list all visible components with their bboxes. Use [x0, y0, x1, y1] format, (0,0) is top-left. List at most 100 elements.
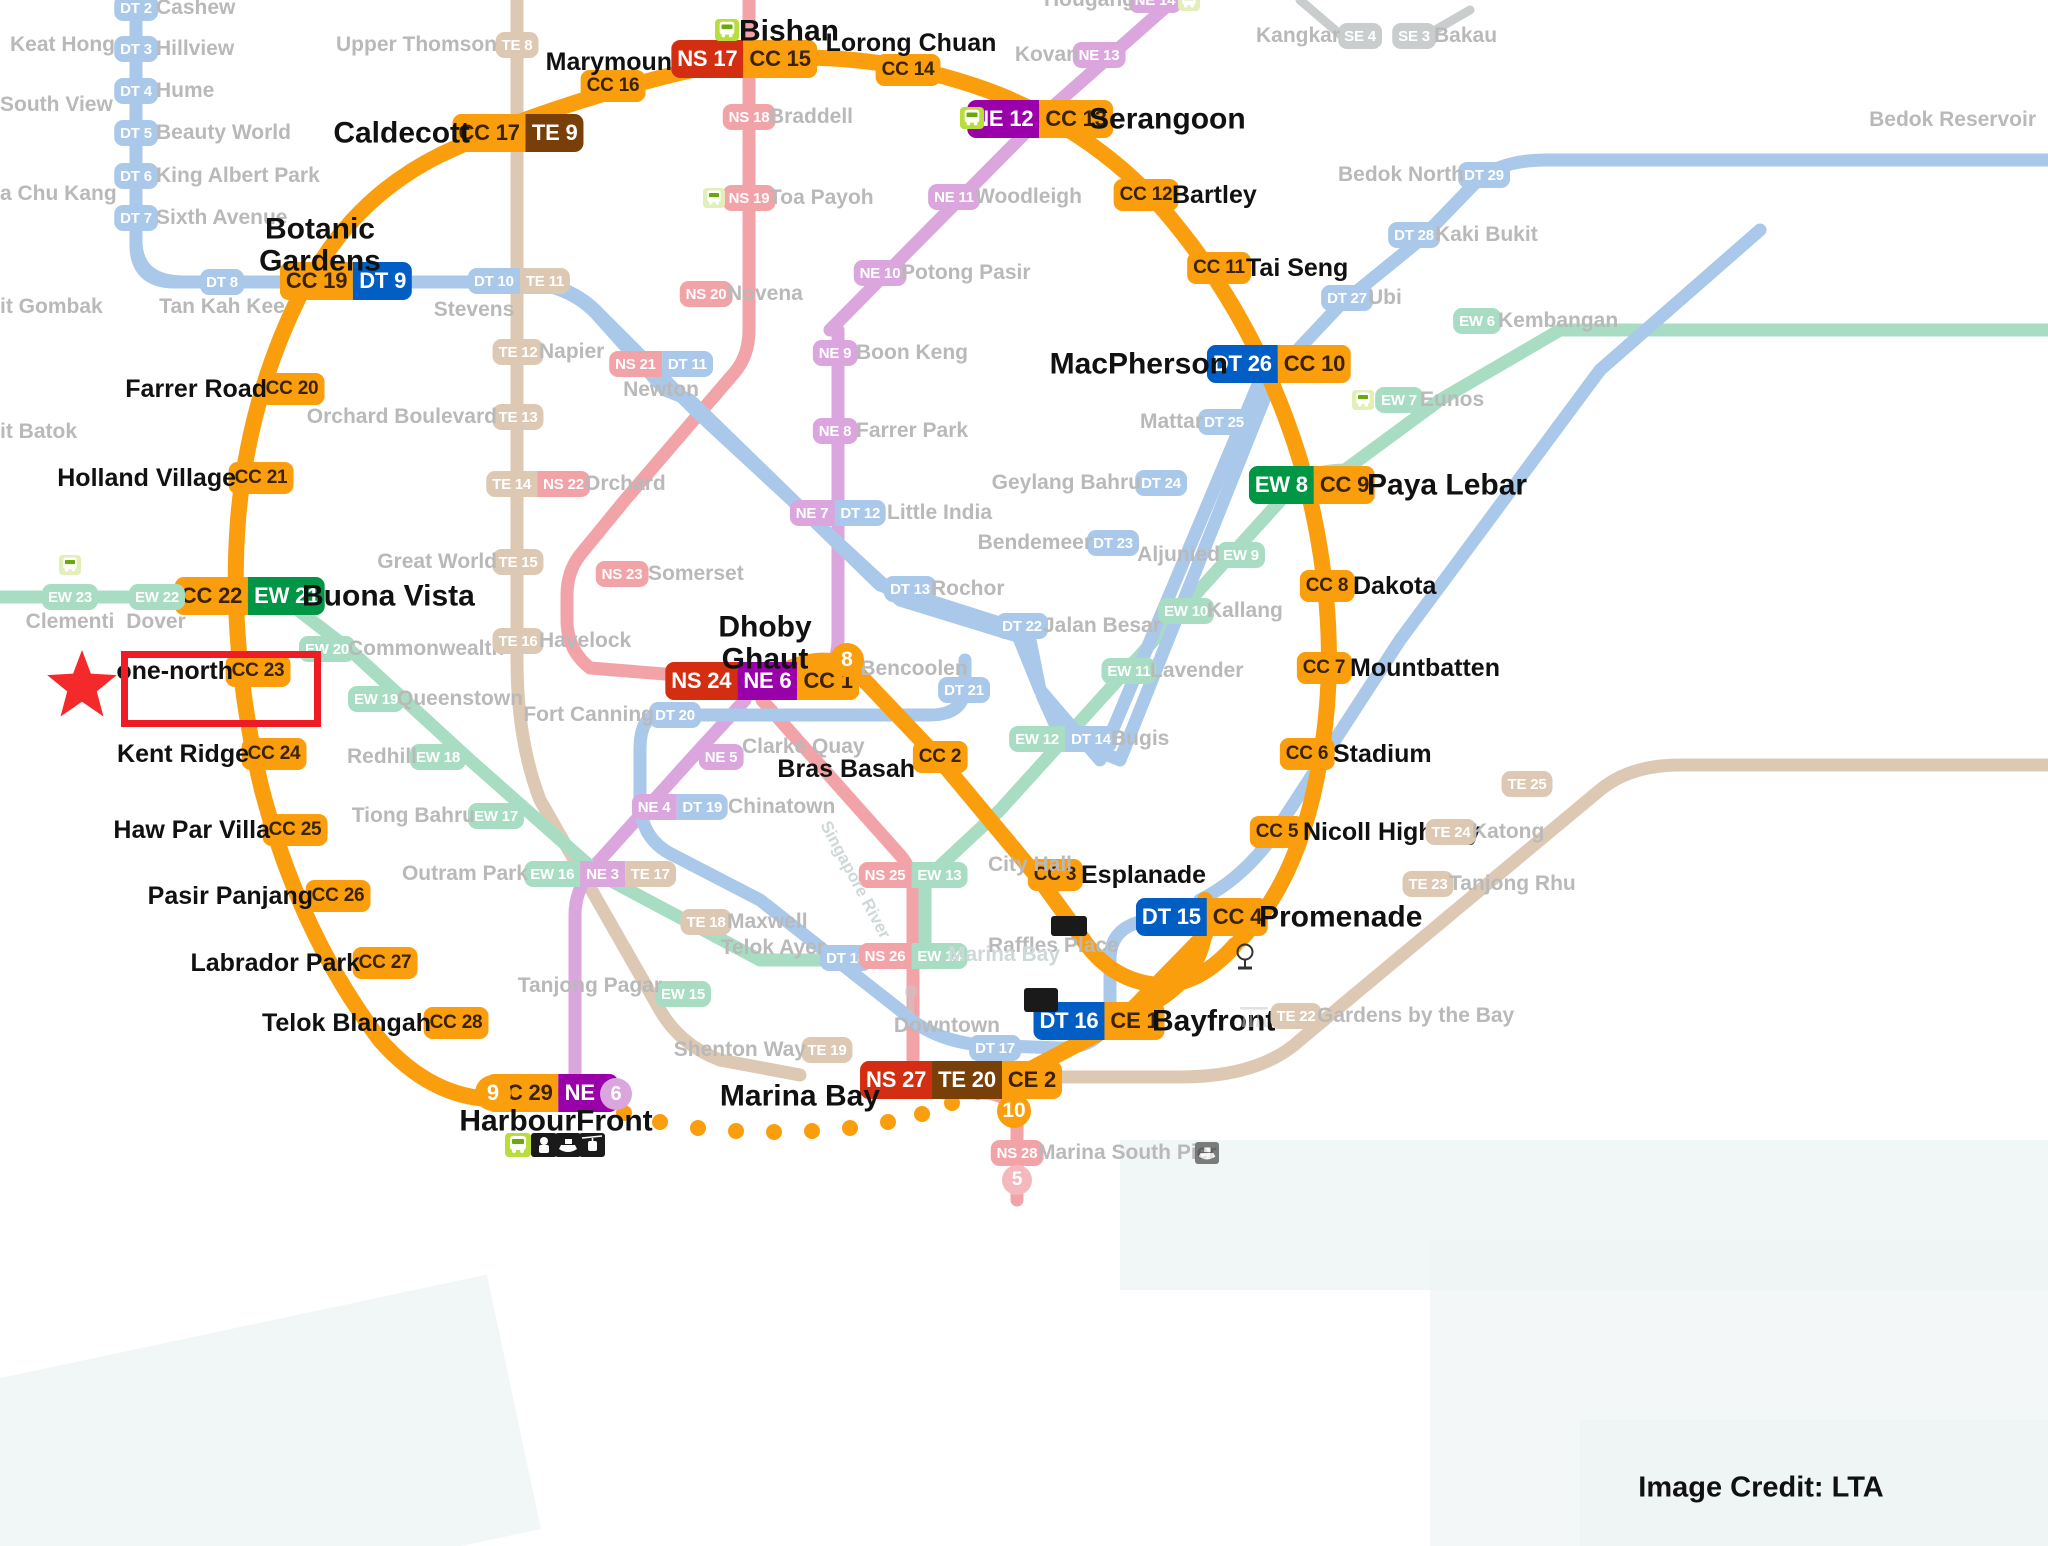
- station-code-pill[interactable]: NE 11: [928, 184, 980, 210]
- station-label-bendemeer[interactable]: Bendemeer: [977, 530, 1092, 554]
- station-code-pill[interactable]: NE 9: [812, 340, 858, 366]
- station-label-newton[interactable]: Newton: [623, 377, 699, 401]
- station-label-city-hall[interactable]: City Hall: [988, 852, 1073, 876]
- station-code-pill[interactable]: CC 8: [1299, 570, 1355, 602]
- station-label-one-north[interactable]: one-north: [116, 656, 233, 685]
- station-label-queenstown[interactable]: Queenstown: [397, 686, 524, 710]
- numbered-marker[interactable]: 6: [600, 1078, 632, 1110]
- station-code-pill[interactable]: CC 26: [305, 880, 371, 912]
- station-label-orchard-boulevard[interactable]: Orchard Boulevard: [306, 404, 497, 428]
- station-label-clarke-quay[interactable]: Clarke Quay: [742, 734, 865, 758]
- station-label-ubi[interactable]: Ubi: [1368, 285, 1402, 309]
- station-label-braddell[interactable]: Braddell: [769, 104, 854, 128]
- station-code-pill[interactable]: DT 5: [114, 120, 158, 146]
- station-label-rochor[interactable]: Rochor: [931, 576, 1005, 600]
- station-label-macpherson[interactable]: MacPherson: [1049, 347, 1228, 381]
- station-label-novena[interactable]: Novena: [727, 281, 803, 305]
- station-label-hillview[interactable]: Hillview: [156, 36, 235, 60]
- station-code-pill[interactable]: DT 13: [884, 576, 936, 602]
- station-label-somerset[interactable]: Somerset: [648, 561, 744, 585]
- station-code-pill[interactable]: EW 7: [1375, 387, 1423, 413]
- station-label-tai-seng[interactable]: Tai Seng: [1246, 253, 1349, 282]
- station-label-hougang[interactable]: Hougang: [1044, 0, 1135, 11]
- station-code-pill[interactable]: DT 17: [969, 1035, 1021, 1061]
- station-code-pill[interactable]: DT 8: [200, 269, 244, 295]
- station-code-pill[interactable]: CC 23: [225, 655, 291, 687]
- station-label-mountbatten[interactable]: Mountbatten: [1350, 653, 1500, 682]
- station-code-pill[interactable]: CC 28: [423, 1007, 489, 1039]
- station-label-napier[interactable]: Napier: [539, 339, 605, 363]
- station-label-eunos[interactable]: Eunos: [1420, 387, 1485, 411]
- station-code-pill[interactable]: EW 10: [1157, 598, 1215, 624]
- station-label-jalan-besar[interactable]: Jalan Besar: [1043, 613, 1161, 637]
- station-label-it-batok[interactable]: it Batok: [0, 419, 78, 443]
- station-code-pill[interactable]: TE 25: [1501, 771, 1553, 797]
- station-code-pill[interactable]: DT 7: [114, 205, 158, 231]
- station-label-lorong-chuan[interactable]: Lorong Chuan: [825, 28, 997, 57]
- station-code-pill[interactable]: NS 20: [679, 281, 733, 307]
- station-code-pill[interactable]: CC 7: [1296, 652, 1352, 684]
- station-label-marina-south-pier[interactable]: Marina South Pier: [1038, 1140, 1217, 1164]
- station-code-pill[interactable]: TE 24: [1425, 819, 1477, 845]
- station-code-pill[interactable]: DT 21: [938, 677, 990, 703]
- station-code-pill[interactable]: CC 5: [1249, 816, 1305, 848]
- station-code-pill[interactable]: DT 23: [1087, 530, 1139, 556]
- station-code-pill[interactable]: CC 20: [259, 373, 325, 405]
- station-code-pill[interactable]: TE 12: [492, 339, 544, 365]
- station-code-pill[interactable]: TE 19: [801, 1037, 853, 1063]
- station-label-bedok-reservoir[interactable]: Bedok Reservoir: [1869, 107, 2036, 131]
- station-code-pill[interactable]: EW 19: [347, 686, 405, 712]
- station-code-pill[interactable]: DT 27: [1321, 285, 1373, 311]
- station-code-pill[interactable]: NE 8: [812, 418, 858, 444]
- station-label-caldecott[interactable]: Caldecott: [333, 116, 470, 150]
- station-label-kangkar[interactable]: Kangkar: [1255, 23, 1340, 47]
- station-code-pill[interactable]: NS 28: [990, 1140, 1044, 1166]
- station-code-pill[interactable]: CC 25: [262, 814, 328, 846]
- station-label-orchard[interactable]: Orchard: [584, 471, 666, 495]
- station-label-tiong-bahru[interactable]: Tiong Bahru: [351, 803, 475, 827]
- station-code-pill[interactable]: DT 3: [114, 36, 158, 62]
- station-label-tan-kah-kee[interactable]: Tan Kah Kee: [159, 294, 285, 318]
- station-label-a-chu-kang[interactable]: a Chu Kang: [0, 181, 117, 205]
- station-code-pill[interactable]: NE 10: [853, 260, 907, 286]
- station-code-pill[interactable]: EW 11: [1101, 658, 1157, 684]
- station-label-hume[interactable]: Hume: [156, 78, 215, 102]
- station-code-pill[interactable]: SE 3: [1392, 23, 1436, 49]
- station-code-pill[interactable]: CC 16: [580, 70, 646, 102]
- station-code-pill[interactable]: TE 13: [492, 404, 544, 430]
- station-label-bencoolen[interactable]: Bencoolen: [860, 656, 968, 680]
- station-label-kovan[interactable]: Kovan: [1014, 42, 1079, 66]
- station-label-downtown[interactable]: Downtown: [893, 1013, 1000, 1037]
- station-label-potong-pasir[interactable]: Potong Pasir: [901, 260, 1031, 284]
- station-label-gardens-by-the-bay[interactable]: Gardens by the Bay: [1317, 1003, 1515, 1027]
- station-code-pill[interactable]: DT 22: [996, 613, 1048, 639]
- station-code-pill[interactable]: CC 14: [875, 54, 941, 86]
- station-label-outram-park[interactable]: Outram Park: [401, 861, 528, 885]
- station-label-marina-bay[interactable]: Marina Bay: [719, 1079, 880, 1113]
- station-label-haw-par-villa[interactable]: Haw Par Villa: [113, 815, 270, 844]
- station-label-shenton-way[interactable]: Shenton Way: [673, 1037, 806, 1061]
- station-code-pill[interactable]: EW 22: [128, 584, 186, 610]
- station-label-maxwell[interactable]: Maxwell: [727, 909, 808, 933]
- station-code-pill[interactable]: EW 23: [41, 584, 99, 610]
- station-code-pill[interactable]: EW 6: [1453, 308, 1501, 334]
- station-label-dakota[interactable]: Dakota: [1353, 571, 1437, 600]
- station-code-pill[interactable]: NS 23: [595, 561, 649, 587]
- station-code-pill[interactable]: DT 28: [1388, 222, 1440, 248]
- station-label-telok-blangah[interactable]: Telok Blangah: [261, 1008, 431, 1037]
- station-code-pill[interactable]: CC 6: [1279, 738, 1335, 770]
- station-label-commonwealth[interactable]: Commonwealth: [348, 636, 505, 660]
- station-code-pill[interactable]: DT 29: [1458, 162, 1510, 188]
- station-code-pill[interactable]: DT 6: [114, 163, 158, 189]
- station-label-bedok-north[interactable]: Bedok North: [1338, 162, 1464, 186]
- station-label-stadium[interactable]: Stadium: [1333, 739, 1432, 768]
